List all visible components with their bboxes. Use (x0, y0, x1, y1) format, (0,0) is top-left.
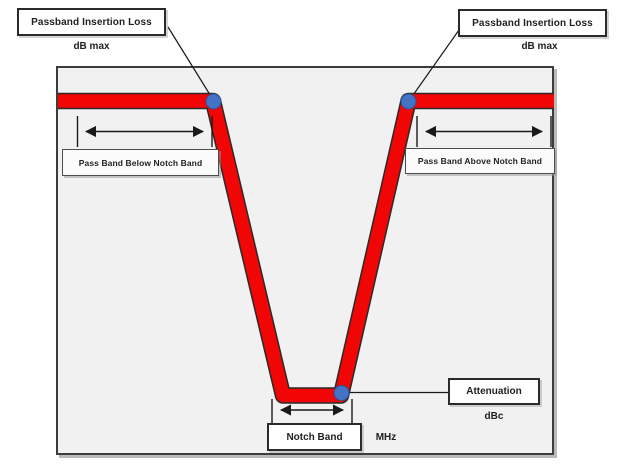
unit-db-max-left: dB max (73, 41, 110, 52)
response-curve (58, 94, 554, 403)
range-box-passband-below-label: Pass Band Below Notch Band (78, 157, 203, 168)
callout-passband-loss-right: Passband Insertion Loss (458, 9, 607, 37)
range-box-notch-band-label: Notch Band (286, 431, 343, 443)
corner-marker-left (205, 93, 222, 110)
corner-marker-notch (333, 385, 350, 401)
callout-attenuation-label: Attenuation (466, 386, 522, 397)
callout-passband-loss-left: Passband Insertion Loss (17, 8, 166, 36)
range-box-notch-band: Notch Band (267, 423, 362, 451)
range-box-passband-below: Pass Band Below Notch Band (62, 149, 219, 176)
passband-above-range-arrow (416, 116, 552, 147)
unit-db-max-right: dB max (521, 41, 558, 52)
unit-mhz: MHz (375, 432, 397, 443)
range-box-passband-above-label: Pass Band Above Notch Band (417, 156, 543, 166)
leader-line-right (410, 29, 460, 99)
callout-passband-loss-right-label: Passband Insertion Loss (472, 17, 593, 29)
callout-passband-loss-left-label: Passband Insertion Loss (31, 16, 152, 28)
callout-attenuation: Attenuation (448, 378, 540, 405)
response-curve-outline (58, 92, 554, 404)
passband-below-range-arrow (76, 116, 213, 147)
corner-marker-right (400, 93, 417, 110)
range-box-passband-above: Pass Band Above Notch Band (405, 148, 555, 174)
unit-dbc: dBc (484, 411, 504, 422)
leader-line-left (167, 26, 213, 99)
